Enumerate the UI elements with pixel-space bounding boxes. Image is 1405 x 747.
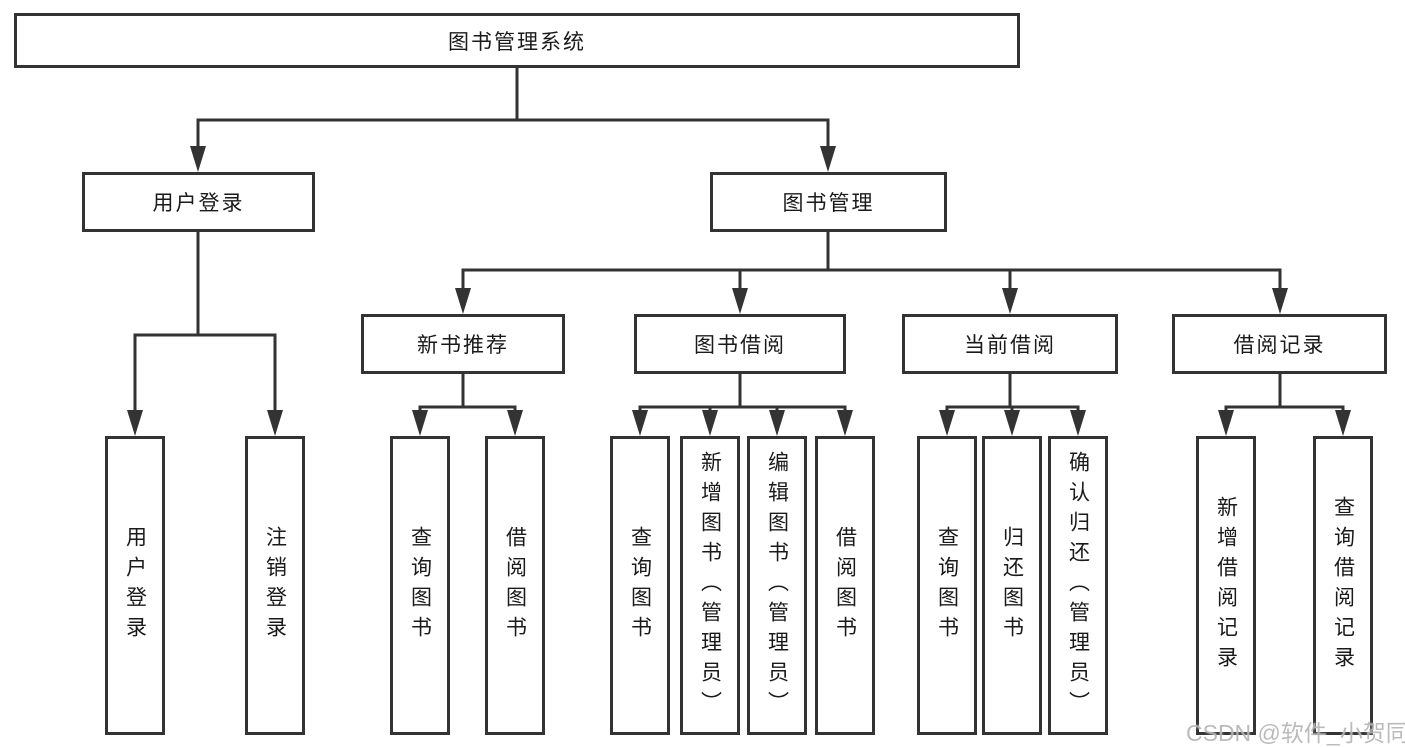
node-book-management: 图书管理 bbox=[710, 172, 947, 232]
leaf-edit-books-admin: 编辑图书（管理员） bbox=[747, 436, 807, 735]
node-root-system: 图书管理系统 bbox=[14, 13, 1020, 68]
leaf-query-borrow-record: 查询借阅记录 bbox=[1313, 436, 1373, 735]
node-user-login: 用户登录 bbox=[82, 172, 315, 232]
node-borrowing-records: 借阅记录 bbox=[1172, 314, 1387, 374]
leaf-query-books-3: 查询图书 bbox=[917, 436, 977, 735]
leaf-borrow-books-1: 借阅图书 bbox=[485, 436, 545, 735]
leaf-logout: 注销登录 bbox=[245, 436, 305, 735]
leaf-add-books-admin: 新增图书（管理员） bbox=[680, 436, 740, 735]
leaf-user-login: 用户登录 bbox=[105, 436, 165, 735]
csdn-watermark: CSDN @软件_小贺同学 bbox=[1186, 720, 1405, 746]
leaf-return-books: 归还图书 bbox=[982, 436, 1042, 735]
node-new-book-recommend: 新书推荐 bbox=[361, 314, 565, 374]
leaf-confirm-return-admin: 确认归还（管理员） bbox=[1048, 436, 1108, 735]
node-current-borrowing: 当前借阅 bbox=[902, 314, 1118, 374]
leaf-borrow-books-2: 借阅图书 bbox=[815, 436, 875, 735]
leaf-add-borrow-record: 新增借阅记录 bbox=[1196, 436, 1256, 735]
node-book-borrowing: 图书借阅 bbox=[634, 314, 846, 374]
leaf-query-books-1: 查询图书 bbox=[390, 436, 450, 735]
leaf-query-books-2: 查询图书 bbox=[610, 436, 670, 735]
tree-edges bbox=[133, 66, 1345, 416]
